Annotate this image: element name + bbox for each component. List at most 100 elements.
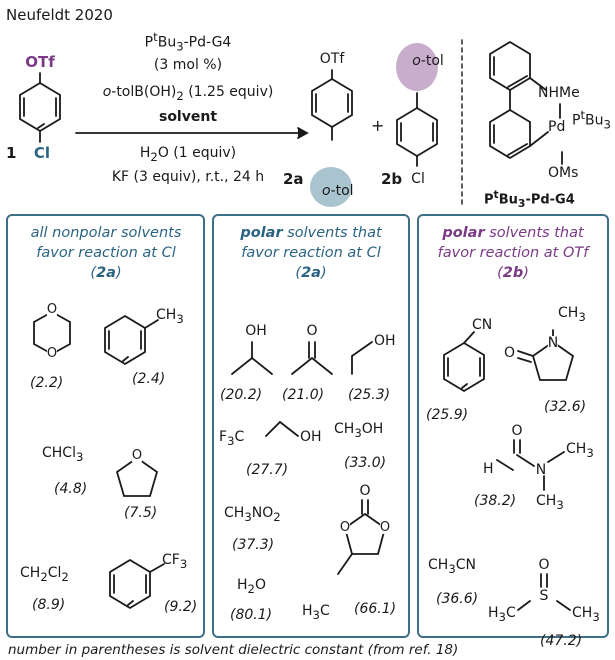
toluene-value: (2.4): [132, 371, 166, 387]
dioxane-o-bottom: O: [46, 346, 58, 361]
dmf-value: (38.2): [474, 493, 517, 509]
tfe-f3c: F3C: [219, 429, 245, 448]
tft-cf3: CF3: [162, 552, 188, 571]
dioxane-o-top: O: [46, 302, 58, 317]
pc-h3c: H3C: [302, 603, 330, 622]
dmf-ch3-bottom: CH3: [536, 493, 564, 512]
ch2cl2-value: (8.9): [32, 597, 66, 613]
toluene-ch3: CH3: [156, 307, 184, 326]
thf-ring: [115, 456, 159, 497]
water-formula: H2O: [237, 577, 266, 596]
polar-otf-heading-2: favor reaction at OTf: [437, 245, 589, 261]
dmso-h3c: H3C: [488, 605, 516, 624]
methanol-value: (33.0): [344, 455, 387, 471]
water-value: (80.1): [230, 607, 273, 623]
dmso-value: (47.2): [540, 633, 583, 649]
acetonitrile-formula: CH3CN: [428, 557, 476, 576]
cond-base: KF (3 equiv), r.t., 24 h: [111, 169, 265, 185]
panel-polar-cl: [212, 214, 410, 638]
reactant-ring: [19, 81, 61, 133]
nonpolar-heading-3: (2a): [90, 265, 122, 281]
reactant-cl: Cl: [33, 144, 51, 162]
cond-catalyst: PtBu3-Pd-G4: [144, 30, 232, 54]
cond-loading: (3 mol %): [153, 57, 223, 73]
product-2a-otol: o-tol: [322, 183, 354, 199]
nonpolar-heading-2: favor reaction at Cl: [36, 245, 176, 261]
acetone-skeleton: [291, 356, 333, 375]
nmp-ch3: CH3: [558, 305, 586, 324]
ch2cl2-formula: CH2Cl2: [20, 565, 69, 584]
catalyst-ring-top: [489, 40, 531, 92]
thf-o: O: [131, 448, 143, 463]
cond-boronic: o-tolB(OH)2 (1.25 equiv): [102, 84, 274, 103]
dmf-h: H: [483, 461, 494, 477]
highlight-otf-site: [396, 43, 438, 91]
nmp-o: O: [504, 345, 516, 361]
tfe-value: (27.7): [246, 462, 289, 478]
product-2a-label: 2a: [283, 170, 304, 188]
catalyst-name: PtBu3-Pd-G4: [484, 188, 575, 210]
ethanol-oh: OH: [374, 333, 396, 349]
product-2b-otol: o-tol: [412, 53, 444, 69]
plus-sign: +: [371, 116, 385, 135]
cond-solvent: solvent: [158, 109, 218, 125]
thf-value: (7.5): [124, 505, 158, 521]
catalyst-pd: Pd: [548, 119, 566, 135]
nmp-value: (32.6): [544, 399, 587, 415]
benzonitrile-value: (25.9): [426, 407, 469, 423]
product-2a-ring: [311, 77, 353, 129]
reactant-number: 1: [6, 144, 17, 162]
nonpolar-heading-1: all nonpolar solvents: [30, 225, 182, 241]
tfe-oh: OH: [300, 429, 322, 445]
panel-nonpolar: [6, 214, 205, 638]
tft-value: (9.2): [164, 599, 198, 615]
dmf-o: O: [511, 423, 523, 439]
catalyst-ring-bottom: [489, 108, 531, 160]
acetonitrile-value: (36.6): [436, 591, 479, 607]
tfe-skeleton: [265, 420, 299, 437]
polar-cl-heading-1: polar solvents that: [240, 225, 382, 241]
footnote: number in parentheses is solvent dielect…: [8, 642, 459, 658]
benzonitrile-cn: CN: [472, 317, 493, 333]
ethanol-value: (25.3): [348, 387, 391, 403]
highlight-cl-site: [310, 167, 352, 207]
benzonitrile-ring: [443, 341, 485, 393]
catalyst-nhme: NHMe: [538, 85, 580, 101]
nmp-n: N: [547, 335, 559, 351]
dmf-bonds: [496, 459, 514, 471]
dioxane-value: (2.2): [30, 375, 64, 391]
cond-water: H2O (1 equiv): [139, 145, 237, 164]
product-2b-ring: [396, 106, 438, 158]
dmso-o: O: [538, 557, 550, 573]
methanol-formula: CH3OH: [334, 421, 384, 440]
polar-cl-heading-3: (2a): [295, 265, 327, 281]
pc-ring-o-left: O: [339, 520, 351, 535]
chcl3-formula: CHCl3: [42, 445, 84, 464]
chcl3-value: (4.8): [54, 481, 88, 497]
isopropanol-value: (20.2): [220, 387, 263, 403]
nmp-ring: [531, 340, 575, 381]
isopropanol-oh: OH: [245, 323, 267, 339]
nitromethane-value: (37.3): [232, 537, 275, 553]
polar-cl-heading-2: favor reaction at Cl: [241, 245, 381, 261]
citation: Neufeldt 2020: [6, 6, 113, 24]
dmf-ch3-right: CH3: [566, 441, 594, 460]
pc-carbonyl-o: O: [359, 483, 371, 499]
nitromethane-formula: CH3NO2: [224, 505, 281, 524]
product-2a-otf: OTf: [319, 51, 345, 67]
catalyst-ptbu3: PtBu3: [572, 108, 611, 132]
dmso-ch3: CH3: [572, 605, 600, 624]
acetone-value: (21.0): [282, 387, 325, 403]
panel-polar-otf: [417, 214, 609, 638]
product-2b-label: 2b: [381, 170, 403, 188]
pc-ring-o-right: O: [379, 520, 391, 535]
catalyst-oms: OMs: [548, 165, 579, 181]
product-2b-cl: Cl: [411, 171, 425, 187]
dmf-n: N: [535, 462, 547, 478]
acetone-o: O: [306, 323, 318, 339]
pc-value: (66.1): [354, 601, 397, 617]
reactant-otf: OTf: [25, 53, 55, 71]
ethanol-skeleton: [351, 341, 373, 375]
